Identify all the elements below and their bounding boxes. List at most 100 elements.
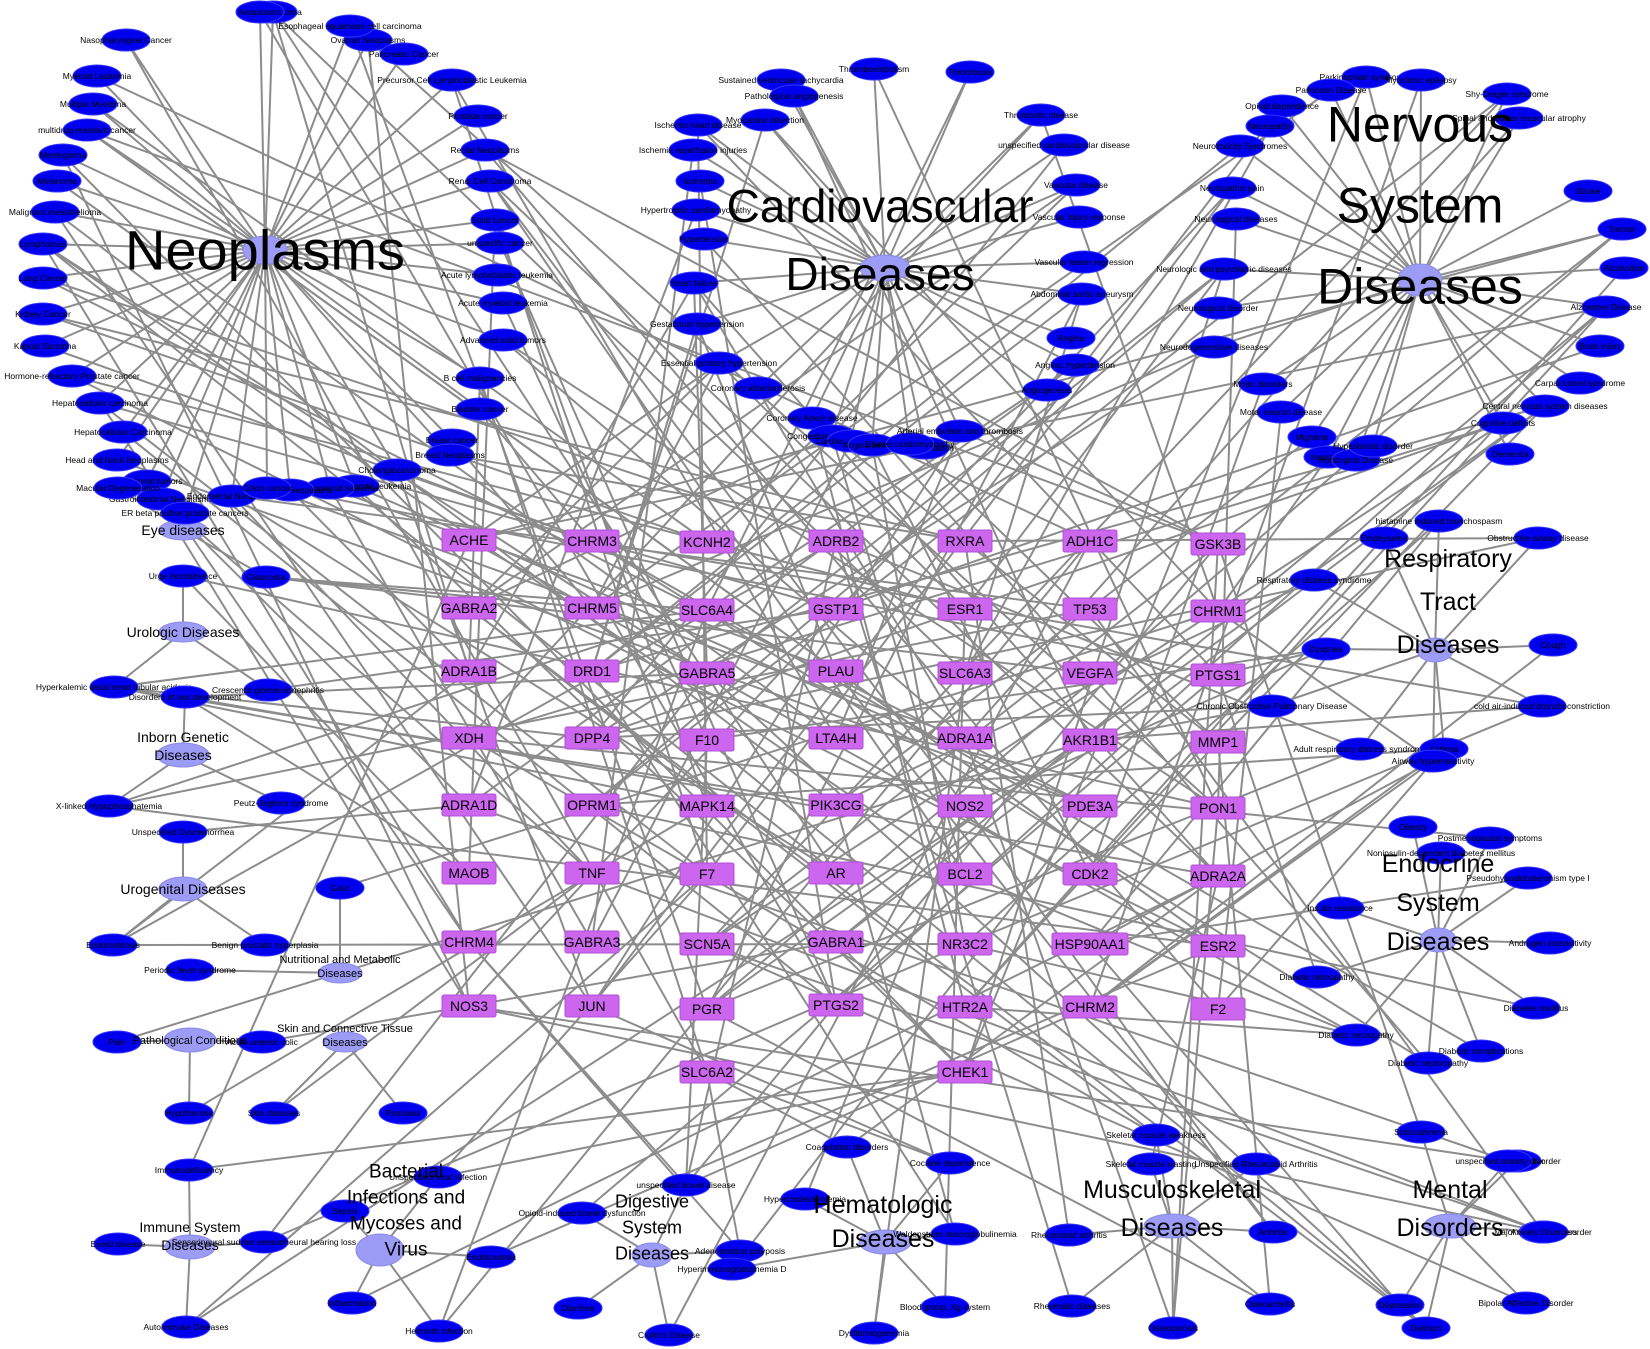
disease-node-hepatocellular-carcinoma[interactable]: Hepatocellular carcinoma (52, 391, 148, 415)
gene-node-oprm1[interactable]: OPRM1 (564, 793, 620, 817)
disease-node-arthritis[interactable]: Arthritis (1248, 1220, 1298, 1244)
disease-node-prostate-cancer[interactable]: Prostate cancer (448, 104, 508, 128)
gene-node-adra1b[interactable]: ADRA1B (441, 659, 497, 683)
gene-node-dpp4[interactable]: DPP4 (564, 726, 620, 750)
disease-node-b-cell-malignancies[interactable]: B cell malignancies (444, 366, 517, 390)
disease-node-osteoarthritis[interactable]: Osteoarthritis (1245, 1292, 1296, 1316)
disease-node-macular-degeneration[interactable]: Macular Degeneration (76, 476, 160, 500)
disease-node-tremor[interactable]: Tremor (1597, 217, 1647, 241)
disease-node-precursor-cell-lymphoblastic-leukemia[interactable]: Precursor Cell Lymphoblastic Leukemia (377, 68, 527, 92)
disease-node-anxiety-disorders[interactable]: Anxiety Disorders (1511, 1220, 1578, 1244)
disease-node-psoriasis[interactable]: Psoriasis (378, 1101, 428, 1125)
disease-node-urge-incontinence[interactable]: Urge incontinence (149, 564, 218, 588)
disease-node-acute-myeloid-leukemia[interactable]: Acute myeloid leukemia (458, 291, 548, 315)
hub-node-hematologic[interactable] (858, 1229, 912, 1255)
disease-node-vascular-disease[interactable]: Vascular disease (1044, 173, 1108, 197)
disease-node-coagulation-disorders[interactable]: Coagulation disorders (806, 1135, 889, 1159)
gene-node-ar[interactable]: AR (808, 861, 864, 885)
disease-node-dyspnea[interactable]: Dyspnea (1301, 637, 1351, 661)
disease-node-heart-failure[interactable]: Heart failure (669, 271, 719, 295)
disease-node-helminth-infection[interactable]: Helminth infection (405, 1319, 473, 1343)
disease-node-pathological-angiogenesis[interactable]: Pathological angiogenesis (745, 84, 844, 108)
disease-node-cold-air-induced-bronchoconstriction[interactable]: cold air-induced bronchoconstriction (1474, 694, 1610, 718)
disease-node-coronary-atherosclerosis[interactable]: Coronary atherosclerosis (711, 376, 805, 400)
disease-node-hypercholesterolemia[interactable]: Hypercholesterolemia (764, 1187, 846, 1211)
disease-node-diabetic-nephropathy[interactable]: Diabetic nephropathy (1388, 1051, 1469, 1075)
disease-node-colon-cancer[interactable]: Colon cancer (242, 476, 292, 500)
disease-node-gout[interactable]: Gout (315, 876, 365, 900)
hub-node-nervous[interactable] (1397, 263, 1443, 297)
gene-node-akr1b1[interactable]: AKR1B1 (1062, 728, 1118, 752)
hub-node-skin[interactable] (322, 1031, 368, 1053)
gene-node-gabra5[interactable]: GABRA5 (679, 661, 736, 685)
disease-node-advanced-solid-tumors[interactable]: Advanced solid tumors (460, 328, 546, 352)
disease-node-malignant-mesothelioma[interactable]: Malignant mesothelioma (9, 200, 101, 224)
gene-node-adra1a[interactable]: ADRA1A (937, 726, 994, 750)
disease-node-bladder-cancer[interactable]: Bladder cancer (451, 397, 509, 421)
hub-node-inborn[interactable] (156, 742, 210, 768)
gene-node-chrm5[interactable]: CHRM5 (564, 596, 620, 620)
disease-node-cocaine-dependence[interactable]: Cocaine dependence (910, 1151, 991, 1175)
gene-node-f7[interactable]: F7 (679, 862, 735, 886)
hub-node-immune[interactable] (164, 1234, 216, 1260)
disease-node-crescentic-glomerulonephritis[interactable]: Crescentic glomerulonephritis (212, 678, 324, 702)
gene-node-jun[interactable]: JUN (564, 994, 620, 1018)
disease-node-nasopharyngeal-cancer[interactable]: Nasopharyngeal Cancer (80, 28, 172, 52)
disease-node-er-beta-positive-prostate-cancers[interactable]: ER beta positive prostate cancers (121, 501, 249, 525)
hub-node-endocrine[interactable] (1419, 927, 1457, 953)
disease-node-arterial-embolism-and-thrombosis[interactable]: Arterial embolism and thrombosis (897, 419, 1023, 443)
disease-node-hypothermia[interactable]: Hypothermia (164, 1101, 214, 1125)
gene-node-gabra2[interactable]: GABRA2 (441, 596, 498, 620)
gene-node-slc6a2[interactable]: SLC6A2 (679, 1060, 735, 1084)
disease-node-insulin-resistance[interactable]: Insulin resistance (1307, 896, 1373, 920)
gene-node-chrm1[interactable]: CHRM1 (1190, 599, 1246, 623)
hub-node-urologic[interactable] (158, 621, 208, 643)
gene-node-drd1[interactable]: DRD1 (564, 659, 620, 683)
disease-node-unspecified-rheumatoid-arthritis[interactable]: Unspecified Rheumatoid Arthritis (1194, 1152, 1318, 1176)
gene-node-adra1d[interactable]: ADRA1D (441, 793, 498, 817)
disease-node-diarrhea[interactable]: Diarrhea (553, 1296, 603, 1320)
disease-node-unspecified-viral-infection[interactable]: Unspecified Viral Infection (389, 1165, 487, 1189)
disease-node-pancreatic-cancer[interactable]: Pancreatic Cancer (369, 42, 439, 66)
disease-node-kidney-cancer[interactable]: Kidney Cancer (15, 302, 71, 326)
hub-node-urogenital[interactable] (158, 876, 208, 902)
disease-node-immunodeficiency[interactable]: Immunodeficiency (155, 1158, 224, 1182)
disease-node-migraine[interactable]: Migraine (1287, 425, 1337, 449)
disease-node-sepsis[interactable]: Sepsis (320, 1199, 370, 1223)
disease-node-ischemia[interactable]: Ischemia (675, 169, 725, 193)
gene-node-ptgs1[interactable]: PTGS1 (1190, 663, 1246, 687)
disease-node-pain[interactable]: Pain (92, 1030, 142, 1054)
disease-node-diabetic-retinopathy[interactable]: Diabetic retinopathy (1279, 965, 1355, 989)
disease-node-melanoma[interactable]: Melanoma (32, 169, 82, 193)
disease-node-lung-cancer[interactable]: Lung Cancer (18, 266, 68, 290)
disease-node-angina[interactable]: Angina (1046, 326, 1096, 350)
disease-node-motor-neuron-disease[interactable]: Motor neuron disease (1240, 400, 1322, 424)
disease-node-emphysema[interactable]: Emphysema (1359, 526, 1409, 550)
disease-node-peutz-jeghers-syndrome[interactable]: Peutz-Jeghers syndrome (234, 791, 329, 815)
gene-node-chrm2[interactable]: CHRM2 (1062, 995, 1118, 1019)
disease-node-delirium[interactable]: Delirium (1401, 1316, 1451, 1340)
gene-node-nos2[interactable]: NOS2 (937, 794, 993, 818)
disease-node-alcoholism[interactable]: Alcoholism (1599, 256, 1649, 280)
gene-node-ache[interactable]: ACHE (441, 528, 497, 552)
gene-node-plau[interactable]: PLAU (808, 659, 864, 683)
disease-node-meningioma[interactable]: Meningioma (38, 143, 88, 167)
hub-node-neoplasms[interactable] (242, 235, 288, 265)
gene-node-scn5a[interactable]: SCN5A (679, 932, 735, 956)
disease-node-bipolar-affective-disorder[interactable]: Bipolar Affective Disorder (1478, 1291, 1574, 1315)
disease-node-acute-lymphoblastic-leukemia[interactable]: Acute lymphoblastic leukemia (441, 263, 553, 287)
disease-node-stroke[interactable]: Stroke (1563, 179, 1613, 203)
disease-node-hormone-refractory-prostate-cancer[interactable]: Hormone-refractory Prostate cancer (4, 364, 140, 388)
disease-node-hypertension[interactable]: Hypertension (679, 227, 729, 251)
disease-node-dementia[interactable]: Dementia (1485, 442, 1535, 466)
disease-node-sensorineural-sudden-sensorineural-hearing-loss[interactable]: Sensorineural sudden sensorineural heari… (172, 1230, 356, 1254)
disease-node-skeletal-muscle-wasting[interactable]: Skeletal muscle wasting (1106, 1152, 1197, 1176)
gene-node-esr1[interactable]: ESR1 (937, 597, 993, 621)
gene-node-tp53[interactable]: TP53 (1062, 597, 1118, 621)
disease-node-androgen-insensitivity[interactable]: Androgen insensitivity (1509, 931, 1592, 955)
disease-node-airway-hyperreactivity[interactable]: Airway hyperreactivity (1392, 749, 1475, 773)
disease-node-alzheimer-disease[interactable]: Alzheimer Disease (1571, 295, 1642, 319)
disease-node-diabetic-complications[interactable]: Diabetic complications (1439, 1039, 1524, 1063)
disease-node-skin-diseases[interactable]: Skin diseases (248, 1101, 300, 1125)
gene-node-f10[interactable]: F10 (679, 728, 735, 752)
